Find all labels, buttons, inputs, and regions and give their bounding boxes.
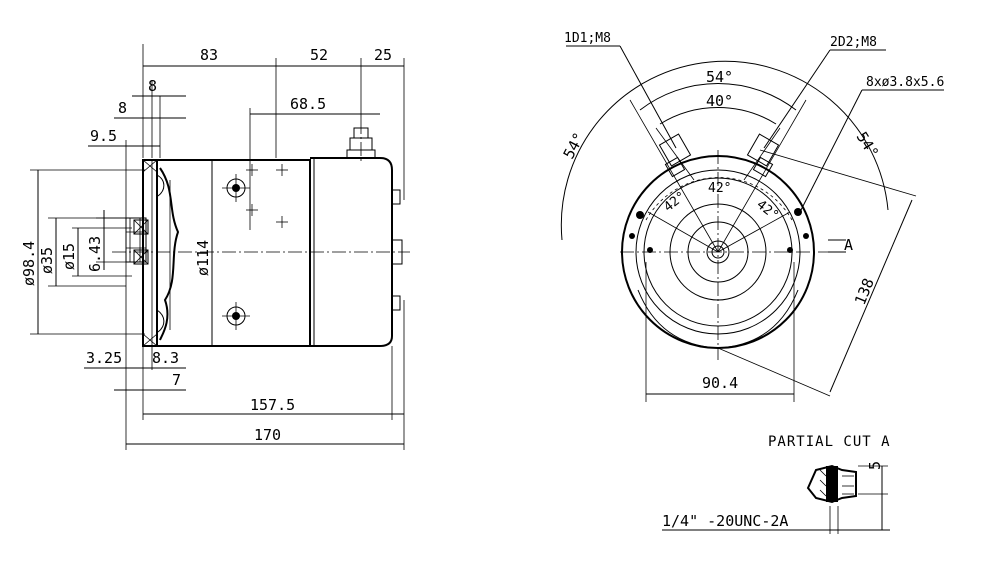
outer-arc xyxy=(560,60,889,241)
angle-40: 40° xyxy=(706,92,733,110)
angle-42-left: 42° xyxy=(661,189,689,215)
dim-6-43: 6.43 xyxy=(86,236,104,272)
label-terminal-1: 1D1;M8 xyxy=(564,31,611,46)
side-view: 83 52 25 8 8 68.5 9.5 ø98.4 ø35 ø15 6.43… xyxy=(20,44,410,450)
flange-plate xyxy=(142,159,158,347)
dim-7: 7 xyxy=(172,371,181,389)
terminal-1 xyxy=(655,127,695,181)
angle-42-mid: 42° xyxy=(708,181,731,196)
label-a: A xyxy=(844,236,853,254)
angle-54-left: 54° xyxy=(560,130,589,162)
dim-dia-114: ø114 xyxy=(194,240,212,276)
terminal-2 xyxy=(743,127,781,181)
fan-blade xyxy=(159,167,180,341)
bottom-dimensions xyxy=(84,262,405,450)
dim-8b: 8 xyxy=(118,99,127,117)
dim-5: 5 xyxy=(866,461,884,470)
dim-dia-35: ø35 xyxy=(38,247,56,274)
dim-9-5: 9.5 xyxy=(90,127,117,145)
dim-170: 170 xyxy=(254,426,281,444)
dim-157-5: 157.5 xyxy=(250,396,295,414)
dim-25: 25 xyxy=(374,46,392,64)
label-terminal-2: 2D2;M8 xyxy=(830,35,877,50)
dim-52: 52 xyxy=(310,46,328,64)
dim-8-3: 8.3 xyxy=(152,349,179,367)
partial-cut-a: PARTIAL CUT A 1/4" -20UNC-2A 5 xyxy=(662,434,891,534)
partial-cut-title: PARTIAL CUT A xyxy=(768,434,891,450)
dim-83: 83 xyxy=(200,46,218,64)
top-dimensions xyxy=(88,44,405,230)
dim-138: 138 xyxy=(851,276,878,308)
left-dimensions xyxy=(30,159,230,347)
cut-detail xyxy=(806,464,857,504)
angle-54-top: 54° xyxy=(706,68,733,86)
end-view: 1D1;M8 2D2;M8 8xø3.8x5.6 54° 40° 54° 54°… xyxy=(560,31,944,402)
dim-dia-15: ø15 xyxy=(60,243,78,270)
label-screws: 8xø3.8x5.6 xyxy=(866,75,944,90)
mount-hole-bottom xyxy=(222,302,250,330)
dim-8a: 8 xyxy=(148,77,157,95)
motor-housing xyxy=(158,159,311,347)
thread-spec: 1/4" -20UNC-2A xyxy=(662,512,788,530)
dim-3-25: 3.25 xyxy=(86,349,122,367)
angle-54-right: 54° xyxy=(853,129,883,162)
dim-68-5: 68.5 xyxy=(290,95,326,113)
dim-90-4: 90.4 xyxy=(702,374,738,392)
mount-hole-top xyxy=(222,174,250,202)
dim-dia-98-4: ø98.4 xyxy=(20,241,38,286)
